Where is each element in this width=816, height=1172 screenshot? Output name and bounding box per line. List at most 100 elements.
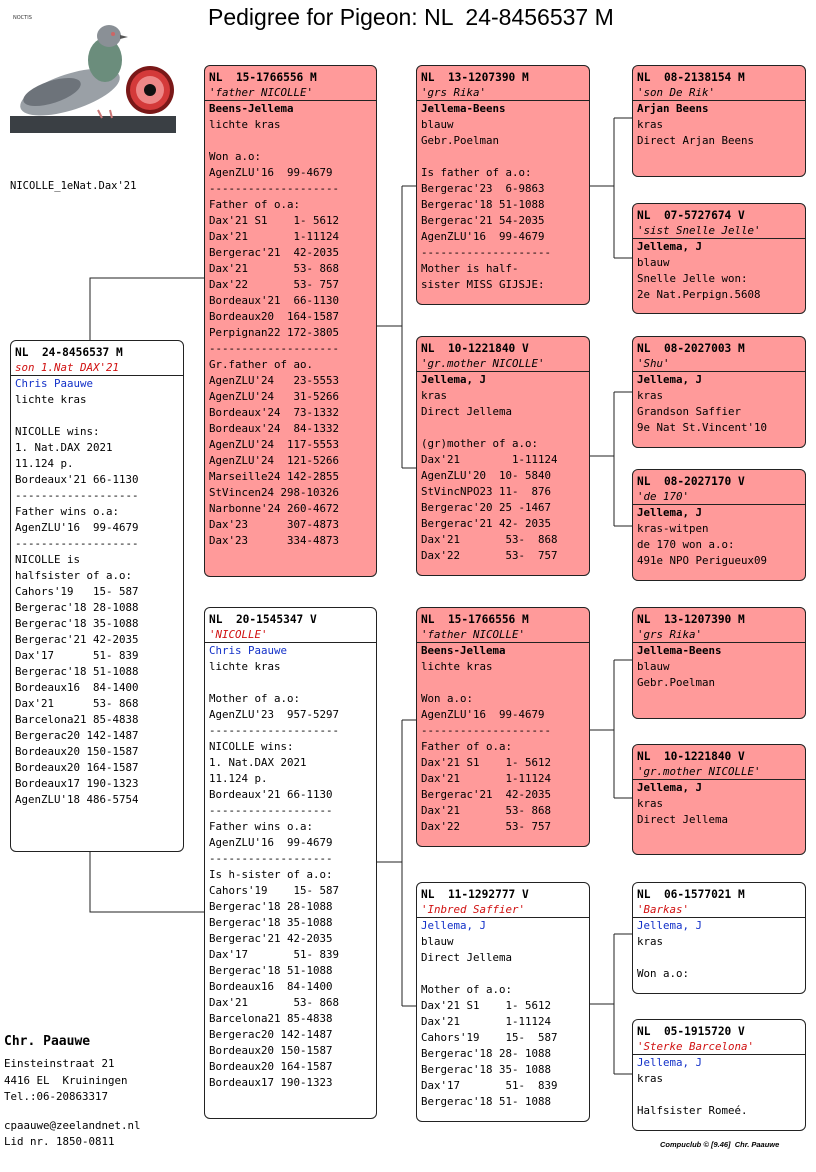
card-line: Bergerac'18 35-1088 xyxy=(15,617,139,630)
card-line: Father of o.a: xyxy=(209,198,301,211)
card-line xyxy=(417,149,589,165)
father-mother-card[interactable]: NL 10-1221840 V 'gr.mother NICOLLE' Jell… xyxy=(416,336,590,576)
card-line: Dax'21 53- 868 xyxy=(209,996,340,1009)
card-line: Father of o.a: xyxy=(421,740,513,753)
ring-number: NL 20-1545347 V xyxy=(209,613,317,626)
pigeon-name: 'de 170' xyxy=(633,489,805,505)
owner-phone: Tel.:06-20863317 xyxy=(4,1090,109,1103)
card-line: 9e Nat St.Vincent'10 xyxy=(637,421,768,434)
card-line: 2e Nat.Perpign.5608 xyxy=(637,288,761,301)
card-line: Bordeaux20 164-1587 xyxy=(15,761,139,774)
card-line: Bordeaux20 164-1587 xyxy=(209,1060,333,1073)
mother-mother-card[interactable]: NL 11-1292777 V 'Inbred Saffier' Jellema… xyxy=(416,882,590,1122)
card-line: Grandson Saffier xyxy=(637,405,742,418)
card-line: Mother of a.o: xyxy=(209,692,301,705)
card-line xyxy=(417,420,589,436)
card-line: Bergerac'18 35- 1088 xyxy=(421,1063,552,1076)
card-line: 1. Nat.DAX 2021 xyxy=(15,441,113,454)
pigeon-name: 'father NICOLLE' xyxy=(417,627,589,643)
breeder: Chris Paauwe xyxy=(15,377,94,390)
mmm-card[interactable]: NL 05-1915720 V 'Sterke Barcelona' Jelle… xyxy=(632,1019,806,1131)
card-line: Dax'21 53- 868 xyxy=(15,697,139,710)
mfm-card[interactable]: NL 10-1221840 V 'gr.mother NICOLLE' Jell… xyxy=(632,744,806,855)
card-line: Cahors'19 15- 587 xyxy=(15,585,139,598)
fff-card[interactable]: NL 08-2138154 M 'son De Rik' Arjan Beens… xyxy=(632,65,806,177)
card-line: Bordeaux20 164-1587 xyxy=(209,310,340,323)
card-line: Bergerac'18 51-1088 xyxy=(15,665,139,678)
card-line: Direct Jellema xyxy=(421,405,513,418)
card-line: kras xyxy=(637,389,664,402)
card-line: Dax'21 1-11124 xyxy=(421,772,552,785)
pigeon-name: 'Inbred Saffier' xyxy=(417,902,589,918)
card-line: Dax'21 1-11124 xyxy=(421,453,558,466)
card-line: Dax'21 S1 1- 5612 xyxy=(421,999,552,1012)
card-line: Bergerac'18 51- 1088 xyxy=(421,1095,552,1108)
card-line: ------------------- xyxy=(15,489,139,502)
card-line: -------------------- xyxy=(421,724,552,737)
card-line: Won a.o: xyxy=(209,150,262,163)
subject-card[interactable]: NL 24-8456537 M son 1.Nat DAX'21 Chris P… xyxy=(10,340,184,852)
card-line: Bordeaux17 190-1323 xyxy=(15,777,139,790)
card-line: Dax'22 53- 757 xyxy=(421,820,552,833)
pigeon-name: 'son De Rik' xyxy=(633,85,805,101)
breeder: Beens-Jellema xyxy=(209,102,294,115)
card-line: Bergerac'18 35-1088 xyxy=(209,916,333,929)
ring-number: NL 10-1221840 V xyxy=(637,750,745,763)
card-line: Barcelona21 85-4838 xyxy=(15,713,139,726)
card-line: kras xyxy=(637,118,664,131)
card-line: Halfsister Romeé. xyxy=(637,1104,748,1117)
ring-number: NL 15-1766556 M xyxy=(421,613,529,626)
card-line: Bergerac'21 42-2035 xyxy=(421,788,552,801)
card-line: Bergerac'21 42- 2035 xyxy=(421,517,552,530)
fmm-card[interactable]: NL 08-2027170 V 'de 170' Jellema, J kras… xyxy=(632,469,806,581)
card-line: Dax'21 53- 868 xyxy=(421,533,558,546)
ring-number: NL 06-1577021 M xyxy=(637,888,745,901)
card-line: AgenZLU'16 99-4679 xyxy=(421,230,545,243)
mother-card[interactable]: NL 20-1545347 V 'NICOLLE' Chris Paauwe l… xyxy=(204,607,377,1119)
mother-father-card[interactable]: NL 15-1766556 M 'father NICOLLE' Beens-J… xyxy=(416,607,590,847)
breeder: Beens-Jellema xyxy=(421,644,506,657)
card-line: Dax'21 1-11124 xyxy=(421,1015,552,1028)
card-line: Bordeaux'21 66-1130 xyxy=(15,473,139,486)
owner-member-number: Lid nr. 1850-0811 xyxy=(4,1135,115,1148)
card-line: Bordeaux'21 66-1130 xyxy=(209,294,340,307)
card-line: Gebr.Poelman xyxy=(421,134,500,147)
owner-email[interactable]: cpaauwe@zeelandnet.nl xyxy=(4,1118,141,1132)
card-line xyxy=(417,966,589,982)
card-line: AgenZLU'24 31-5266 xyxy=(209,390,340,403)
card-line: Marseille24 142-2855 xyxy=(209,470,340,483)
ring-number: NL 15-1766556 M xyxy=(209,71,317,84)
pigeon-name: 'Shu' xyxy=(633,356,805,372)
card-line: -------------------- xyxy=(209,724,340,737)
svg-text:NOCTIS: NOCTIS xyxy=(13,15,32,21)
card-line: Snelle Jelle won: xyxy=(637,272,748,285)
card-line: Is father of a.o: xyxy=(421,166,532,179)
card-line: Bergerac'20 25 -1467 xyxy=(421,501,552,514)
owner-street: Einsteinstraat 21 xyxy=(4,1057,115,1070)
card-line: Dax'17 51- 839 xyxy=(421,1079,558,1092)
ring-number: NL 05-1915720 V xyxy=(637,1025,745,1038)
card-line: Bordeaux20 150-1587 xyxy=(15,745,139,758)
mmf-card[interactable]: NL 06-1577021 M 'Barkas' Jellema, J kras… xyxy=(632,882,806,994)
card-line: AgenZLU'16 99-4679 xyxy=(209,836,333,849)
card-line: kras xyxy=(637,935,664,948)
mff-card[interactable]: NL 13-1207390 M 'grs Rika' Jellema-Beens… xyxy=(632,607,806,719)
breeder: Chris Paauwe xyxy=(209,644,288,657)
ffm-card[interactable]: NL 07-5727674 V 'sist Snelle Jelle' Jell… xyxy=(632,203,806,314)
card-line: -------------------- xyxy=(209,342,340,355)
card-line: Dax'21 53- 868 xyxy=(209,262,340,275)
father-card[interactable]: NL 15-1766556 M 'father NICOLLE' Beens-J… xyxy=(204,65,377,577)
card-line: Narbonne'24 260-4672 xyxy=(209,502,340,515)
card-line: halfsister of a.o: xyxy=(15,569,133,582)
father-father-card[interactable]: NL 13-1207390 M 'grs Rika' Jellema-Beens… xyxy=(416,65,590,305)
card-line: Bordeaux20 150-1587 xyxy=(209,1044,333,1057)
breeder: Jellema, J xyxy=(637,1056,703,1069)
pigeon-name: 'gr.mother NICOLLE' xyxy=(633,764,805,780)
